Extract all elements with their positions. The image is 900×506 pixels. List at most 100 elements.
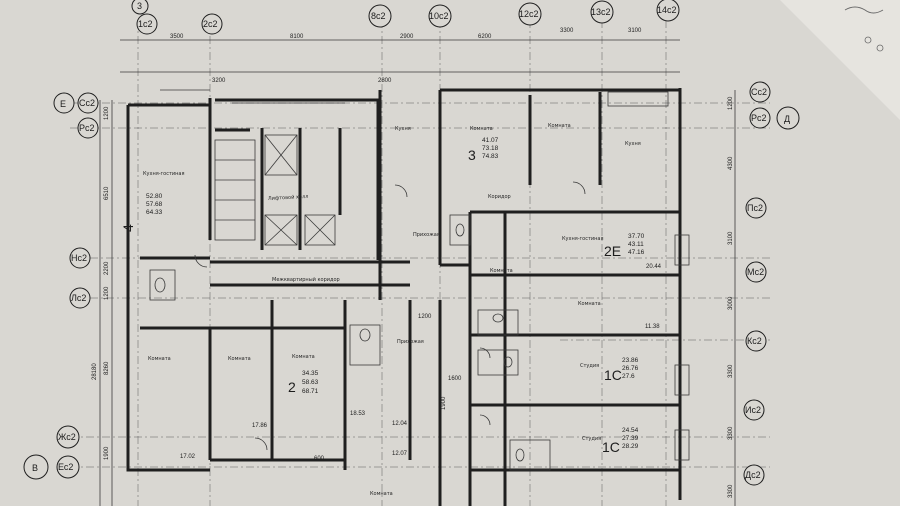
axis-right-5: Кс2 [747,336,762,346]
right-dimension-chain: 1200 4300 3100 3000 3300 3300 3300 [728,90,736,506]
apartment-2e-area-1: 37.70 [628,233,645,240]
misc-dim-18-53: 18.53 [350,411,366,417]
label-room-2: Комната [228,356,251,362]
apartment-3-area-2: 73.18 [482,145,499,152]
misc-dim-17-86: 17.86 [252,423,268,429]
apartment-1c-a-area-1: 23.86 [622,357,639,364]
apartment-2-area-1: 34.35 [302,370,319,377]
apartment-3-area-3: 74.83 [482,153,499,160]
dim-left-2: 6510 [104,186,110,200]
apartment-4-area-2: 57.68 [146,201,163,208]
door-swings [194,181,586,451]
axis-right-3: Пс2 [747,203,763,213]
dim-top-5: 3300 [560,28,574,34]
dim-top-6: 3100 [628,28,642,34]
apartment-4-area-1: 52.80 [146,193,163,200]
apartment-2e-area-2: 43.11 [628,241,644,248]
apartment-labels: 4 52.80 57.68 64.33 3 41.07 73.18 74.83 … [120,137,645,455]
axis-right-6: Ис2 [745,405,761,415]
axis-top-0: 3 [137,1,142,11]
apartment-2e-area-3: 47.16 [628,249,645,256]
label-hall-2: Прихожая [397,339,424,345]
dim-left-3: 2200 [104,261,110,275]
axis-left-3: Нс2 [71,253,87,263]
label-room-right-a: Комната [578,301,601,307]
dim-right-7: 3300 [728,484,734,498]
dim-right-3: 3100 [728,231,734,245]
apartment-1c-a-area-2: 26.76 [622,365,639,372]
axis-left-1: Сс2 [79,98,95,108]
apartment-label-4: 4 [120,224,136,232]
apartment-4-area-3: 64.33 [146,209,163,216]
right-axis-bubbles: Сс2 Рс2 Д Пс2 Мс2 Кс2 Ис2 Дс2 [743,81,800,486]
misc-dim-20-44: 20.44 [646,264,662,270]
apartment-label-2: 2 [288,379,296,395]
dim-top-4: 6200 [478,34,492,40]
misc-dim-12-04: 12.04 [392,421,408,427]
top-axis-bubbles: 3 1с2 2с2 8с2 10с2 12с2 13с2 14с2 [131,0,680,35]
axis-left-6: В [32,463,38,473]
apartment-label-2e: 2Е [604,243,621,259]
label-room-3: Комната [292,354,315,360]
misc-dimensions: 600 1600 1200 1900 2800 3200 12.07 18.53… [180,78,662,462]
apartment-1c-b-area-1: 24.54 [622,427,639,434]
left-dimension-chain: 1200 6510 2200 1200 28180 8260 1900 [92,100,113,506]
label-studio-1: Студия [580,363,599,369]
axis-left-4: Лс2 [71,293,86,303]
label-room-top-a: Комната [470,126,493,132]
misc-dim-2800: 2800 [378,78,392,84]
misc-dim-1600: 1600 [448,376,462,382]
axis-left-5: Жс2 [58,432,76,442]
paper-corner [780,0,900,120]
misc-dim-600: 600 [314,456,325,462]
dim-top-1: 3500 [170,34,184,40]
apartment-3-area-1: 41.07 [482,137,499,144]
apartment-1c-b-area-2: 27.39 [622,435,639,442]
top-dimension-chain: 3500 8100 2900 6200 3300 3100 [120,28,680,73]
dim-left-4: 1200 [104,286,110,300]
corner-scribble [844,6,884,52]
dim-left-1: 1200 [104,106,110,120]
axis-right-7: Дс2 [745,470,761,480]
apartment-label-1c-b: 1С [602,439,620,455]
dim-right-1: 1200 [728,96,734,110]
apartment-label-3: 3 [468,147,476,163]
misc-dim-11-38: 11.38 [645,324,660,330]
axis-left-7: Ес2 [58,462,73,472]
misc-dim-3200: 3200 [212,78,226,84]
label-lift-hall: Лифтовой холл [268,193,309,202]
label-studio-2: Студия [582,436,601,442]
axis-right-4: Мс2 [747,267,764,277]
fixtures [149,89,690,471]
dim-left-6: 8260 [104,361,110,375]
axis-top-6: 13с2 [591,7,611,17]
dim-right-6: 3300 [728,426,734,440]
axis-top-2: 2с2 [203,19,218,29]
label-room-right-b: Комната [490,268,513,274]
axis-right-0: Сс2 [751,87,767,97]
axis-left-0: Е [60,99,66,109]
misc-dim-17-02: 17.02 [180,454,196,460]
misc-dim-12-07: 12.07 [392,451,408,457]
apartment-1c-a-area-3: 27.6 [622,373,635,380]
dim-top-2: 8100 [290,34,304,40]
axis-top-1: 1с2 [138,19,153,29]
misc-dim-1900: 1900 [441,396,447,410]
dim-right-5: 3300 [728,364,734,378]
label-corridor: Коридор [488,194,511,200]
left-axis-bubbles: Е Сс2 Рс2 Нс2 Лс2 Жс2 В Ес2 [23,92,99,480]
label-kitchen-living-right: Кухня-гостиная [562,236,604,242]
label-kitchen: Кухня [395,126,411,132]
label-kitchen-top: Кухня [625,141,641,147]
label-room-bottom: Комната [370,491,393,497]
axis-right-1: Рс2 [751,113,767,123]
label-room-top-b: Комната [548,123,571,129]
misc-dim-1200: 1200 [418,314,432,320]
dim-top-3: 2900 [400,34,414,40]
axis-left-2: Рс2 [79,123,95,133]
axis-right-2: Д [784,114,790,124]
apartment-2-area-2: 58.63 [302,379,319,386]
dim-right-2: 4300 [728,156,734,170]
